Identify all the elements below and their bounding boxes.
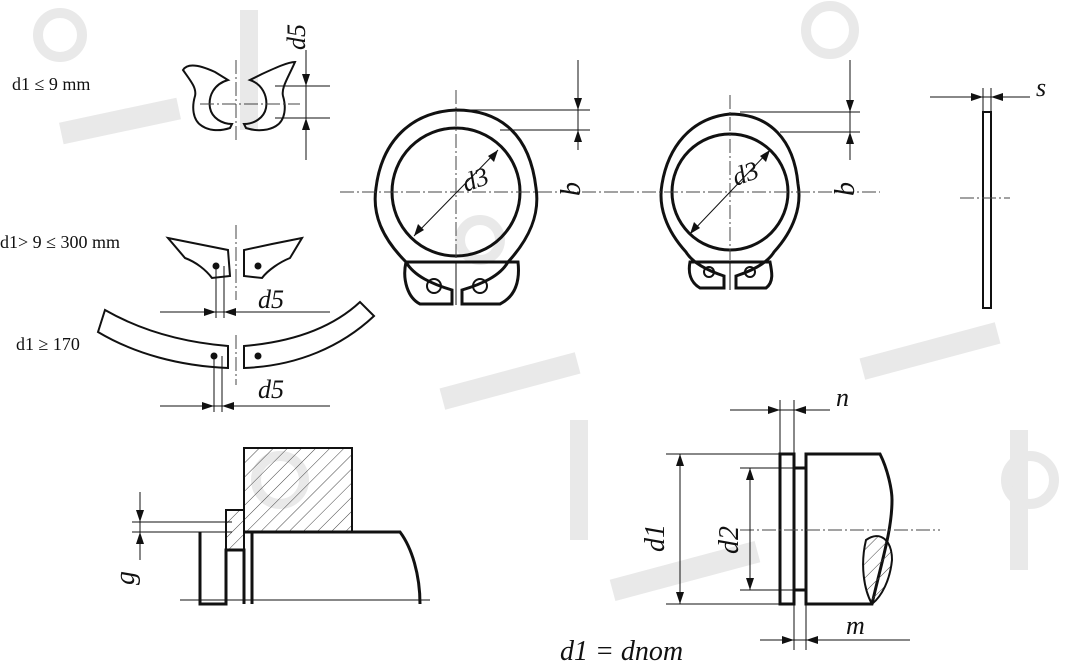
s-thickness-label: s	[1036, 73, 1046, 102]
d5-low-label: d5	[258, 375, 284, 404]
m-label: m	[846, 611, 865, 640]
circlip-ring-small	[620, 60, 880, 290]
condition-large-label: d1 ≥ 170	[16, 334, 80, 354]
small-ring-lugs	[181, 50, 330, 160]
large-ring-segment	[96, 300, 376, 412]
gap-label: g	[110, 571, 141, 585]
circlip-ring-large	[340, 60, 620, 306]
formula-label: d1 = dnom	[560, 636, 683, 667]
background-watermark	[33, 1, 1059, 602]
condition-mid-label: d1> 9 ≤ 300 mm	[0, 232, 120, 252]
d3-ring2-label: d3	[728, 155, 762, 191]
b-ring1-label: b	[556, 182, 587, 196]
medium-ring-lugs	[160, 225, 330, 318]
shaft-groove-view	[666, 400, 940, 650]
ring-side-view	[930, 88, 1030, 309]
d2-label: d2	[714, 526, 745, 554]
condition-small-label: d1 ≤ 9 mm	[12, 74, 90, 94]
b-ring2-label: b	[830, 182, 861, 196]
n-label: n	[836, 383, 849, 412]
d5-mid-label: d5	[258, 285, 284, 314]
assembly-section	[132, 447, 430, 606]
d1-label: d1	[640, 524, 671, 552]
d5-top-label: d5	[282, 24, 311, 50]
